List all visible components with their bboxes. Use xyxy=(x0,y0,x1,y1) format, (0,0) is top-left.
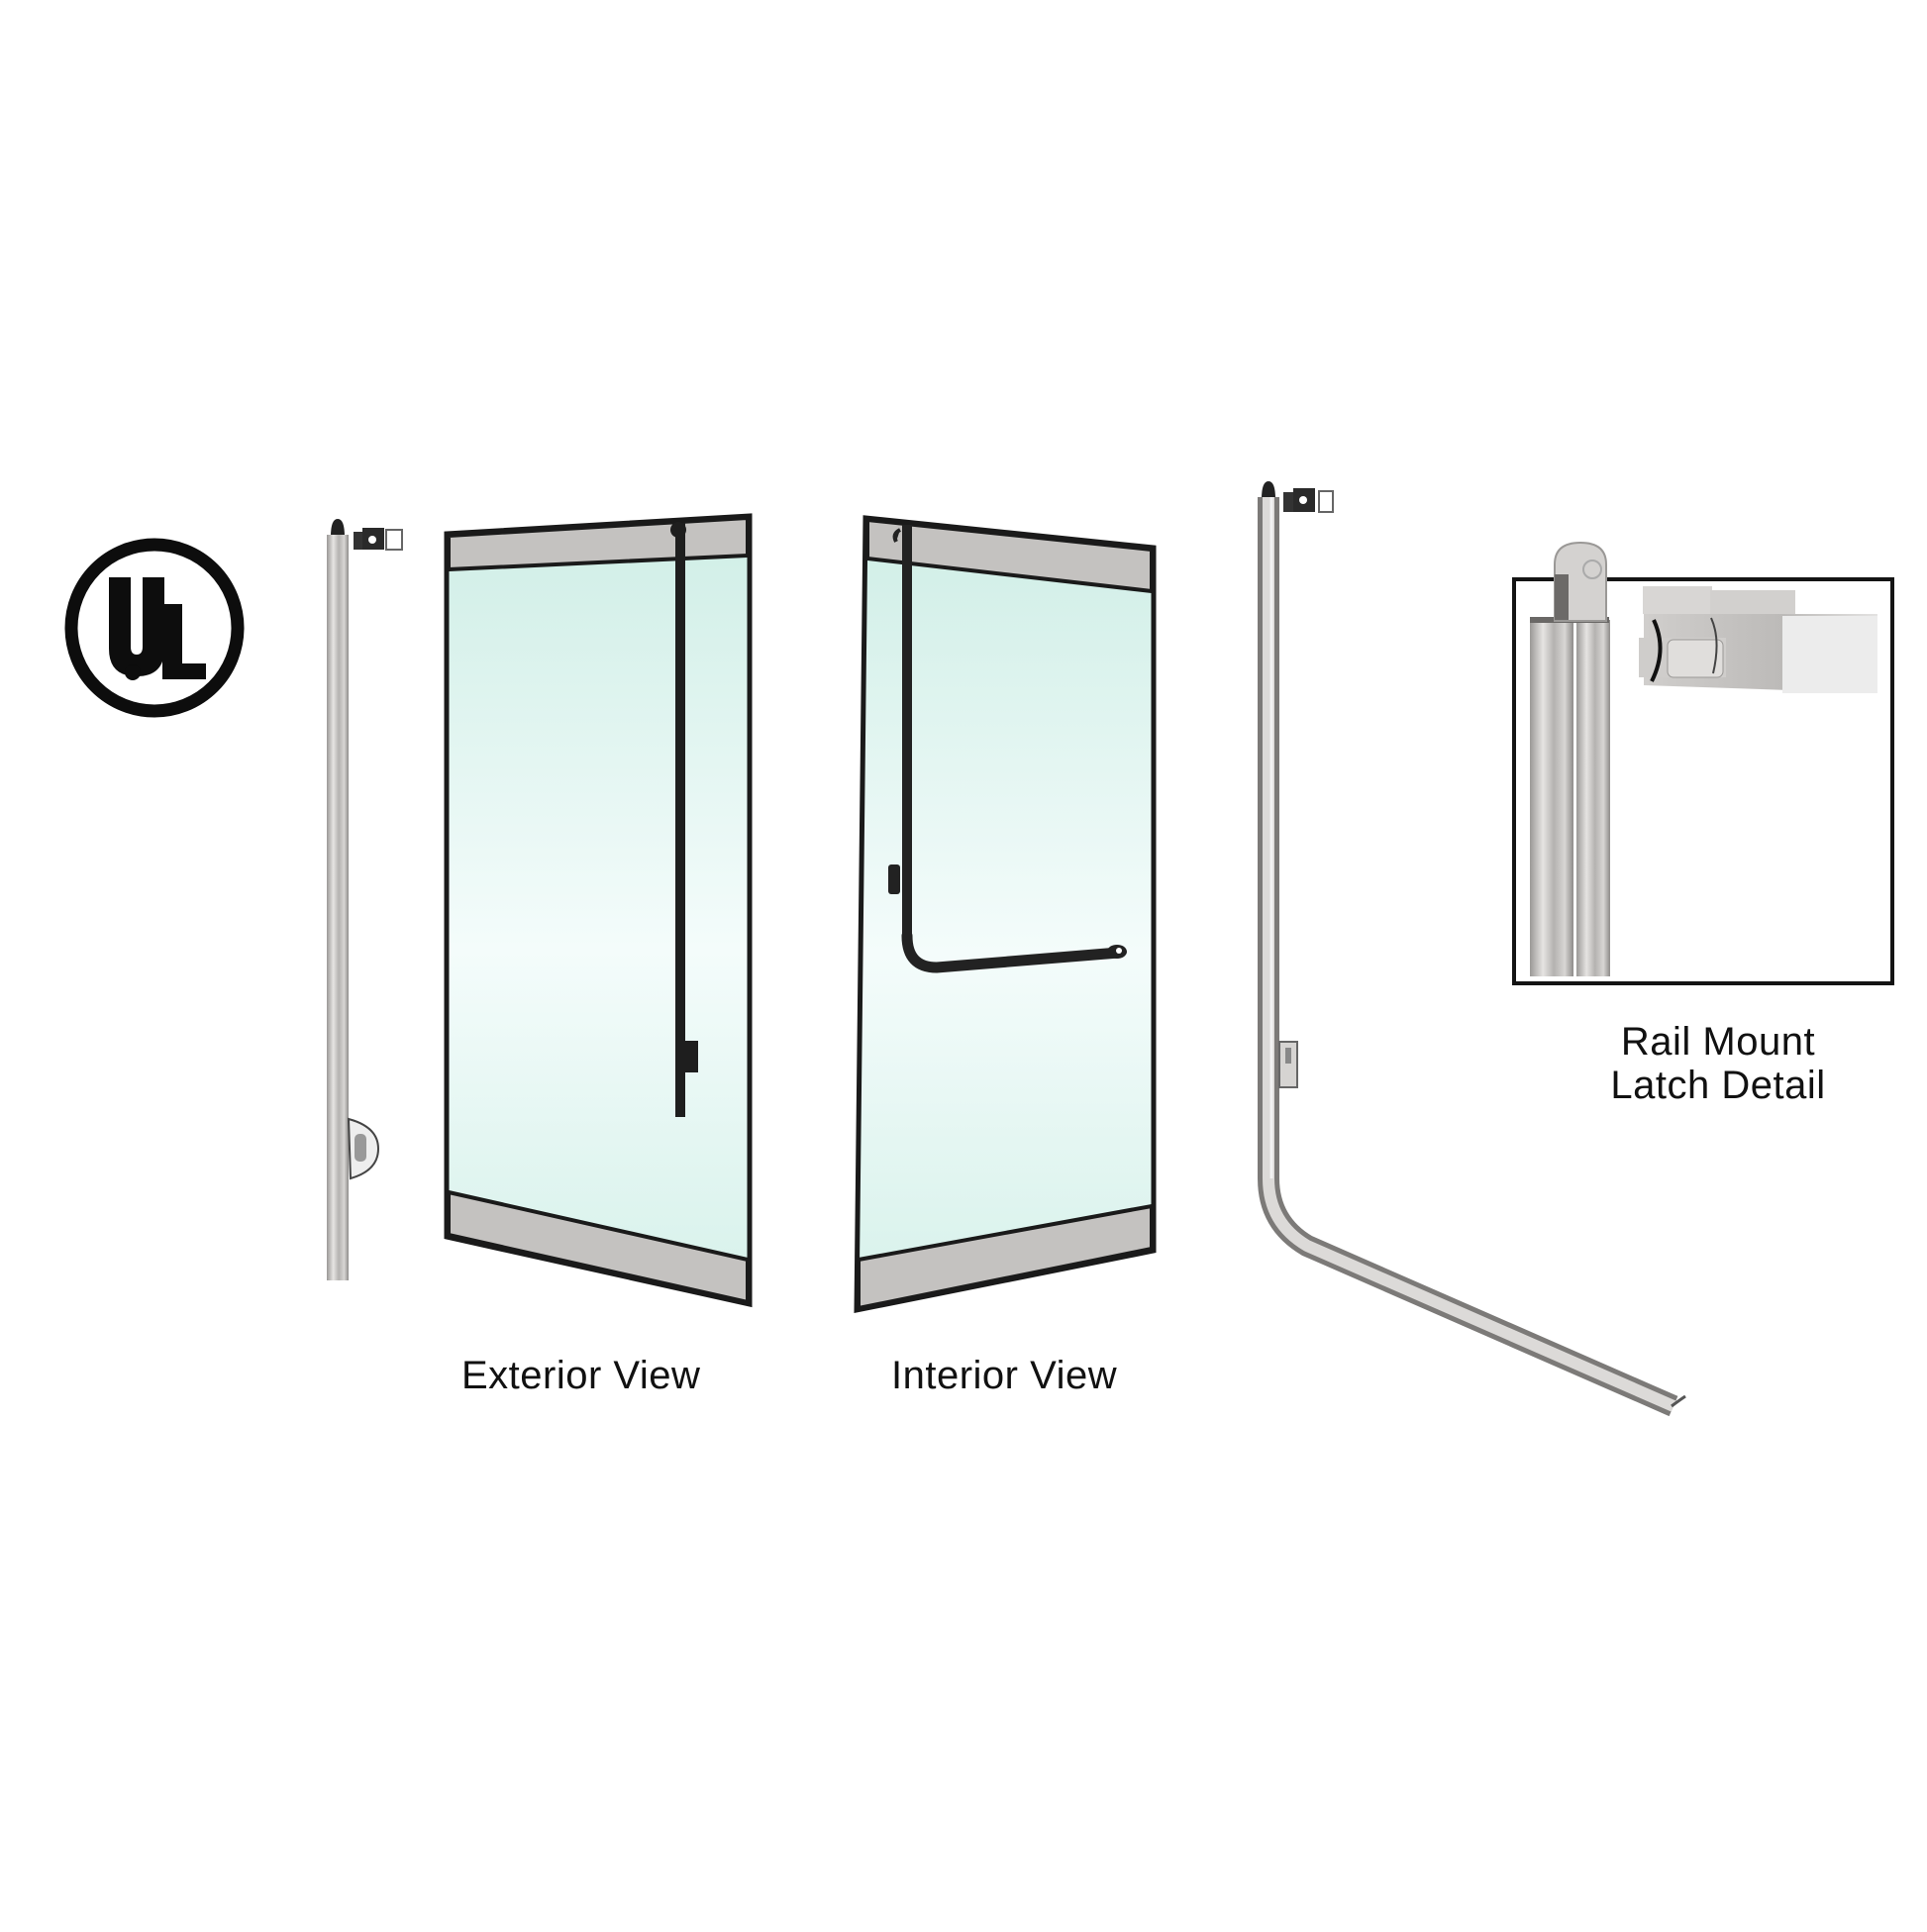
exterior-rod-icon xyxy=(327,519,403,1280)
panic-bar-icon xyxy=(888,525,1127,973)
ul-logo-icon xyxy=(64,538,245,718)
exterior-door-icon xyxy=(444,513,753,1308)
detail-rod-icon xyxy=(1530,617,1610,976)
latch-detail-caption-line2: Latch Detail xyxy=(1610,1064,1826,1107)
knob-icon xyxy=(347,1117,380,1180)
latch-detail-caption-line1: Rail Mount xyxy=(1620,1020,1816,1064)
exterior-view-caption: Exterior View xyxy=(461,1354,701,1397)
rod-bracket-icon xyxy=(1278,1041,1298,1088)
vertical-pull-bar-icon xyxy=(670,522,698,1117)
interior-rod-icon xyxy=(1258,481,1686,1417)
interior-door-icon xyxy=(854,515,1157,1314)
top-latch-icon xyxy=(1283,488,1334,513)
detail-latch-block-icon xyxy=(1639,586,1877,693)
latch-detail-inset xyxy=(1512,541,1894,985)
top-latch-icon xyxy=(354,528,403,551)
latch-detail-caption: Rail Mount Latch Detail xyxy=(1584,1020,1852,1107)
interior-view-caption: Interior View xyxy=(891,1354,1118,1397)
detail-pivot-icon xyxy=(1554,541,1607,622)
